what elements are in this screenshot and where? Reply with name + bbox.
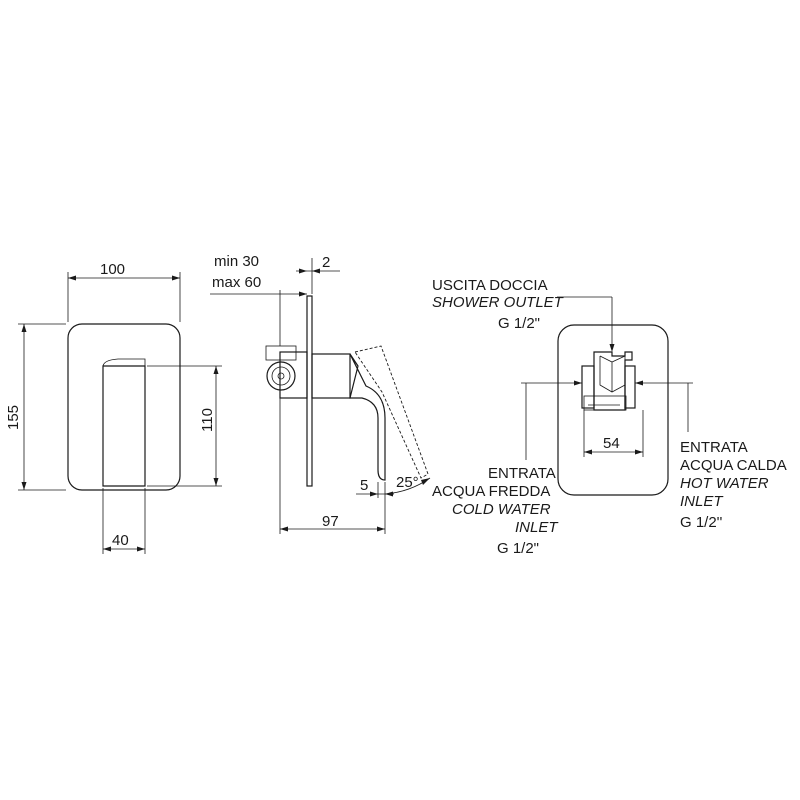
side-lever [349,353,386,481]
dim-label-height: 155 [5,405,22,430]
side-inlet-core [277,372,285,380]
side-body [279,351,308,399]
side-inlet-inner [271,366,291,386]
front-cover-plate [67,323,181,491]
dim-label-min: min 30 [214,253,259,270]
label-outlet-en: SHOWER OUTLET [432,294,565,311]
side-view: min 30 max 60 2 97 5 25° [210,253,431,534]
front-handle [102,365,146,487]
arrowhead [68,275,76,281]
front-view: 100 155 110 40 [5,261,222,554]
arrowhead [21,324,27,332]
connection-view: USCITA DOCCIA SHOWER OUTLET G 1/2" ENTRA… [432,277,787,557]
label-cold-en-2: INLET [515,519,559,536]
arrowhead [609,344,615,352]
label-hot-en-1: HOT WATER [680,475,769,492]
label-cold-it-2: ACQUA FREDDA [432,483,550,500]
arrowhead [312,268,320,274]
side-inlet-nut [265,345,297,361]
label-cold-en-1: COLD WATER [452,501,551,518]
connection-plate [557,324,669,496]
arrowhead [377,526,385,532]
label-hot-it-2: ACQUA CALDA [680,457,787,474]
arrowhead [103,546,111,552]
arrowhead [584,449,592,455]
arrowhead [299,291,307,297]
side-wall-plate [306,295,313,487]
dim-label-total-depth: 97 [322,513,339,530]
dim-label-handle-height: 110 [199,408,216,432]
side-rosette [311,353,351,399]
arrowhead [574,380,582,386]
dim-label-max: max 60 [212,274,261,291]
arrowhead [421,478,430,485]
arrowhead [635,449,643,455]
hot-inlet-fitting [624,365,636,409]
dim-label-spacing: 54 [603,435,620,452]
arrowhead [370,491,378,497]
label-outlet-size: G 1/2" [498,315,540,332]
valve-base [583,395,627,411]
side-lever-rotated [354,345,429,479]
front-handle-top [102,358,146,367]
arrowhead [635,380,643,386]
label-hot-it-1: ENTRATA [680,439,748,456]
label-cold-size: G 1/2" [497,540,539,557]
dim-label-handle-width: 40 [112,532,129,549]
arrowhead [172,275,180,281]
label-hot-size: G 1/2'' [680,514,723,531]
cold-inlet-fitting [581,365,595,409]
dim-label-gap: 5 [360,477,368,494]
label-cold-it-1: ENTRATA [488,465,556,482]
arrowhead [299,268,307,274]
arrowhead [21,482,27,490]
label-outlet-it: USCITA DOCCIA [432,277,548,294]
label-hot-en-2: INLET [680,493,724,510]
dim-label-plate: 2 [322,254,330,271]
arrowhead [213,478,219,486]
valve-body-detail [599,355,626,393]
arrowhead [137,546,145,552]
dim-label-width: 100 [100,261,125,278]
side-inlet-fitting [266,361,296,391]
arrowhead [213,366,219,374]
arrowhead [280,526,288,532]
dim-label-angle: 25° [396,474,419,491]
